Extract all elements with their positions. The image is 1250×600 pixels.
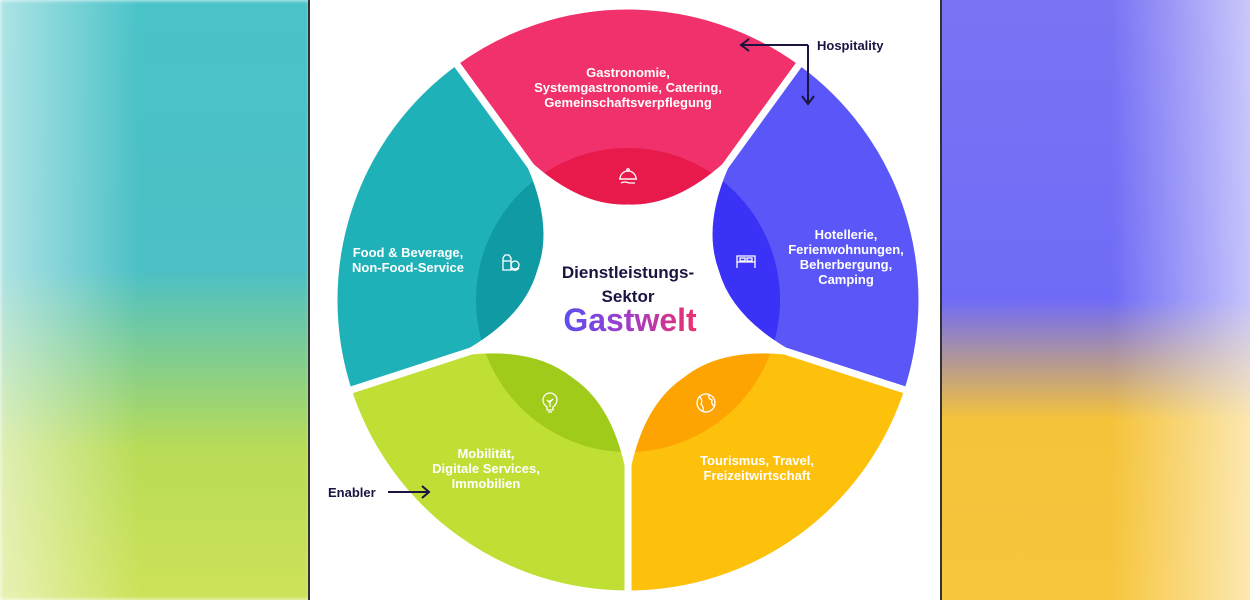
background-right — [942, 0, 1250, 600]
segment-label-tourismus: Tourismus, Travel,Freizeitwirtschaft — [700, 453, 814, 483]
background-left — [0, 0, 310, 600]
brand-gastwelt: Gastwelt — [563, 302, 697, 338]
segment-gap — [330, 57, 551, 396]
title-line1: Dienstleistungs- — [561, 263, 695, 282]
segment-shape-gastronomie — [455, 6, 801, 209]
hospitality-arrow — [739, 38, 815, 106]
segment-inner-mobilitaet — [476, 349, 628, 452]
cloche-icon — [619, 168, 637, 184]
center-title: Dienstleistungs- Sektor — [562, 261, 694, 309]
groceries-icon — [502, 254, 520, 271]
globe-icon — [696, 393, 716, 413]
segment-food-beverage — [330, 57, 551, 396]
enabler-arrow — [388, 485, 431, 499]
segment-label-food-beverage: Food & Beverage,Non-Food-Service — [352, 245, 464, 275]
enabler-label: Enabler — [328, 485, 376, 500]
segment-inner-tourismus — [628, 349, 780, 452]
hospitality-label: Hospitality — [817, 38, 884, 53]
segment-label-hotellerie: Hotellerie,Ferienwohnungen,Beherbergung,… — [788, 227, 904, 287]
segment-label-mobilitaet: Mobilität,Digitale Services,Immobilien — [432, 446, 540, 491]
title-line2: Sektor — [601, 287, 655, 306]
segment-label-gastronomie: Gastronomie,Systemgastronomie, Catering,… — [534, 65, 722, 110]
bed-icon — [736, 255, 756, 268]
lightbulb-icon — [542, 392, 558, 413]
